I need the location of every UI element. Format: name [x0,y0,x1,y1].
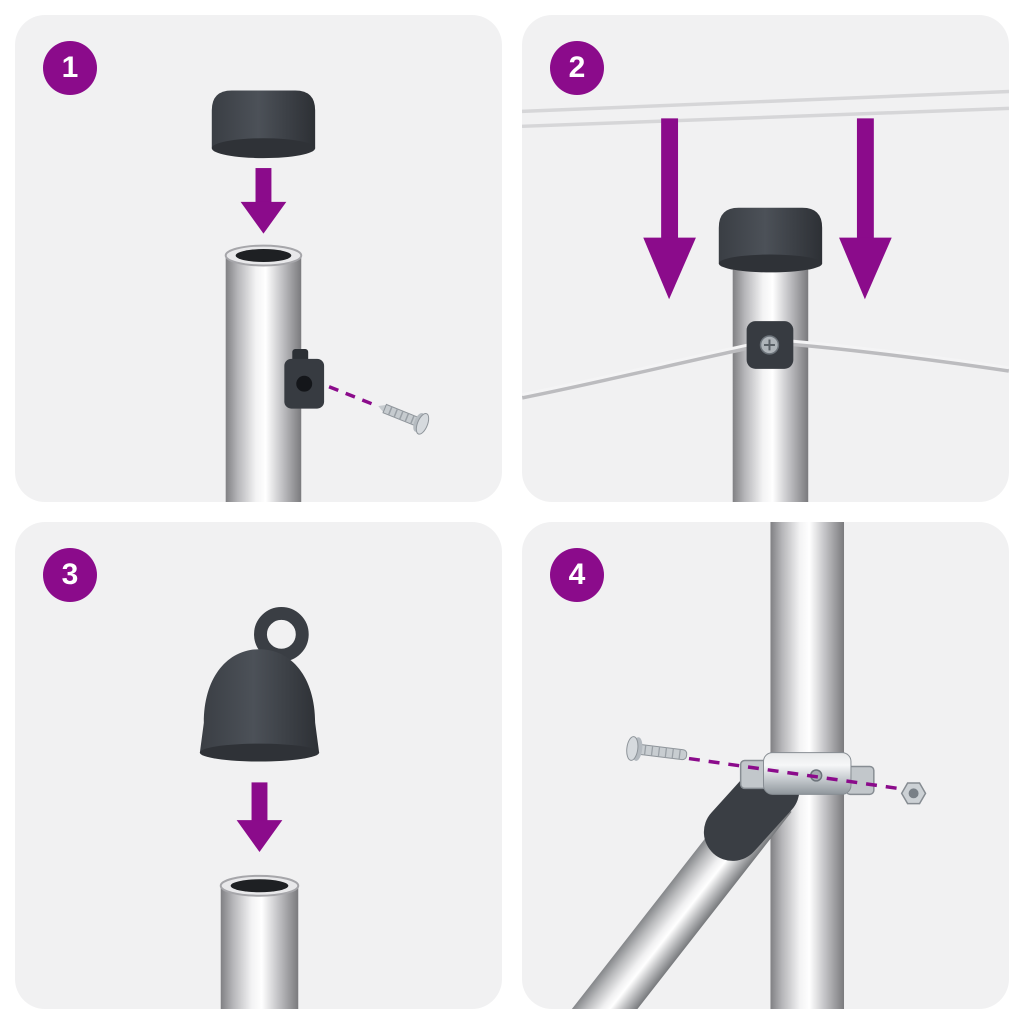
step-4-illustration [559,522,927,1009]
step-panel-2: 2 [522,15,1009,502]
top-wire-lines [522,89,1009,129]
step-panel-3: 3 [15,522,502,1009]
dashed-guide-line [688,756,898,791]
cable-bracket-icon [284,348,325,409]
down-arrow-icon [236,782,283,852]
eye-cap-icon [199,606,320,762]
cable-bracket-icon [746,321,794,369]
nut-icon [900,782,927,805]
down-arrow-right-icon [839,118,892,300]
step-number-badge: 4 [550,548,604,602]
clamp-icon [739,752,875,796]
dashed-guide-line [328,385,380,409]
step-panel-1: 1 [15,15,502,502]
bolt-icon [626,736,688,761]
step-panel-4: 4 [522,522,1009,1009]
step-2-illustration [522,89,1009,502]
pole-open-top-icon [219,874,300,1009]
step-3-illustration [199,606,320,1009]
capped-pole-icon [718,207,823,502]
step-1-illustration [211,90,430,502]
step-number-badge: 2 [550,41,604,95]
down-arrow-left-icon [643,118,696,300]
step-number-badge: 1 [43,41,97,95]
step-number-badge: 3 [43,548,97,602]
down-arrow-icon [240,168,287,234]
brace-connector-icon [703,761,800,861]
screw-icon [378,403,430,435]
post-cap-icon [211,90,316,159]
fence-wire-line [522,339,1009,400]
